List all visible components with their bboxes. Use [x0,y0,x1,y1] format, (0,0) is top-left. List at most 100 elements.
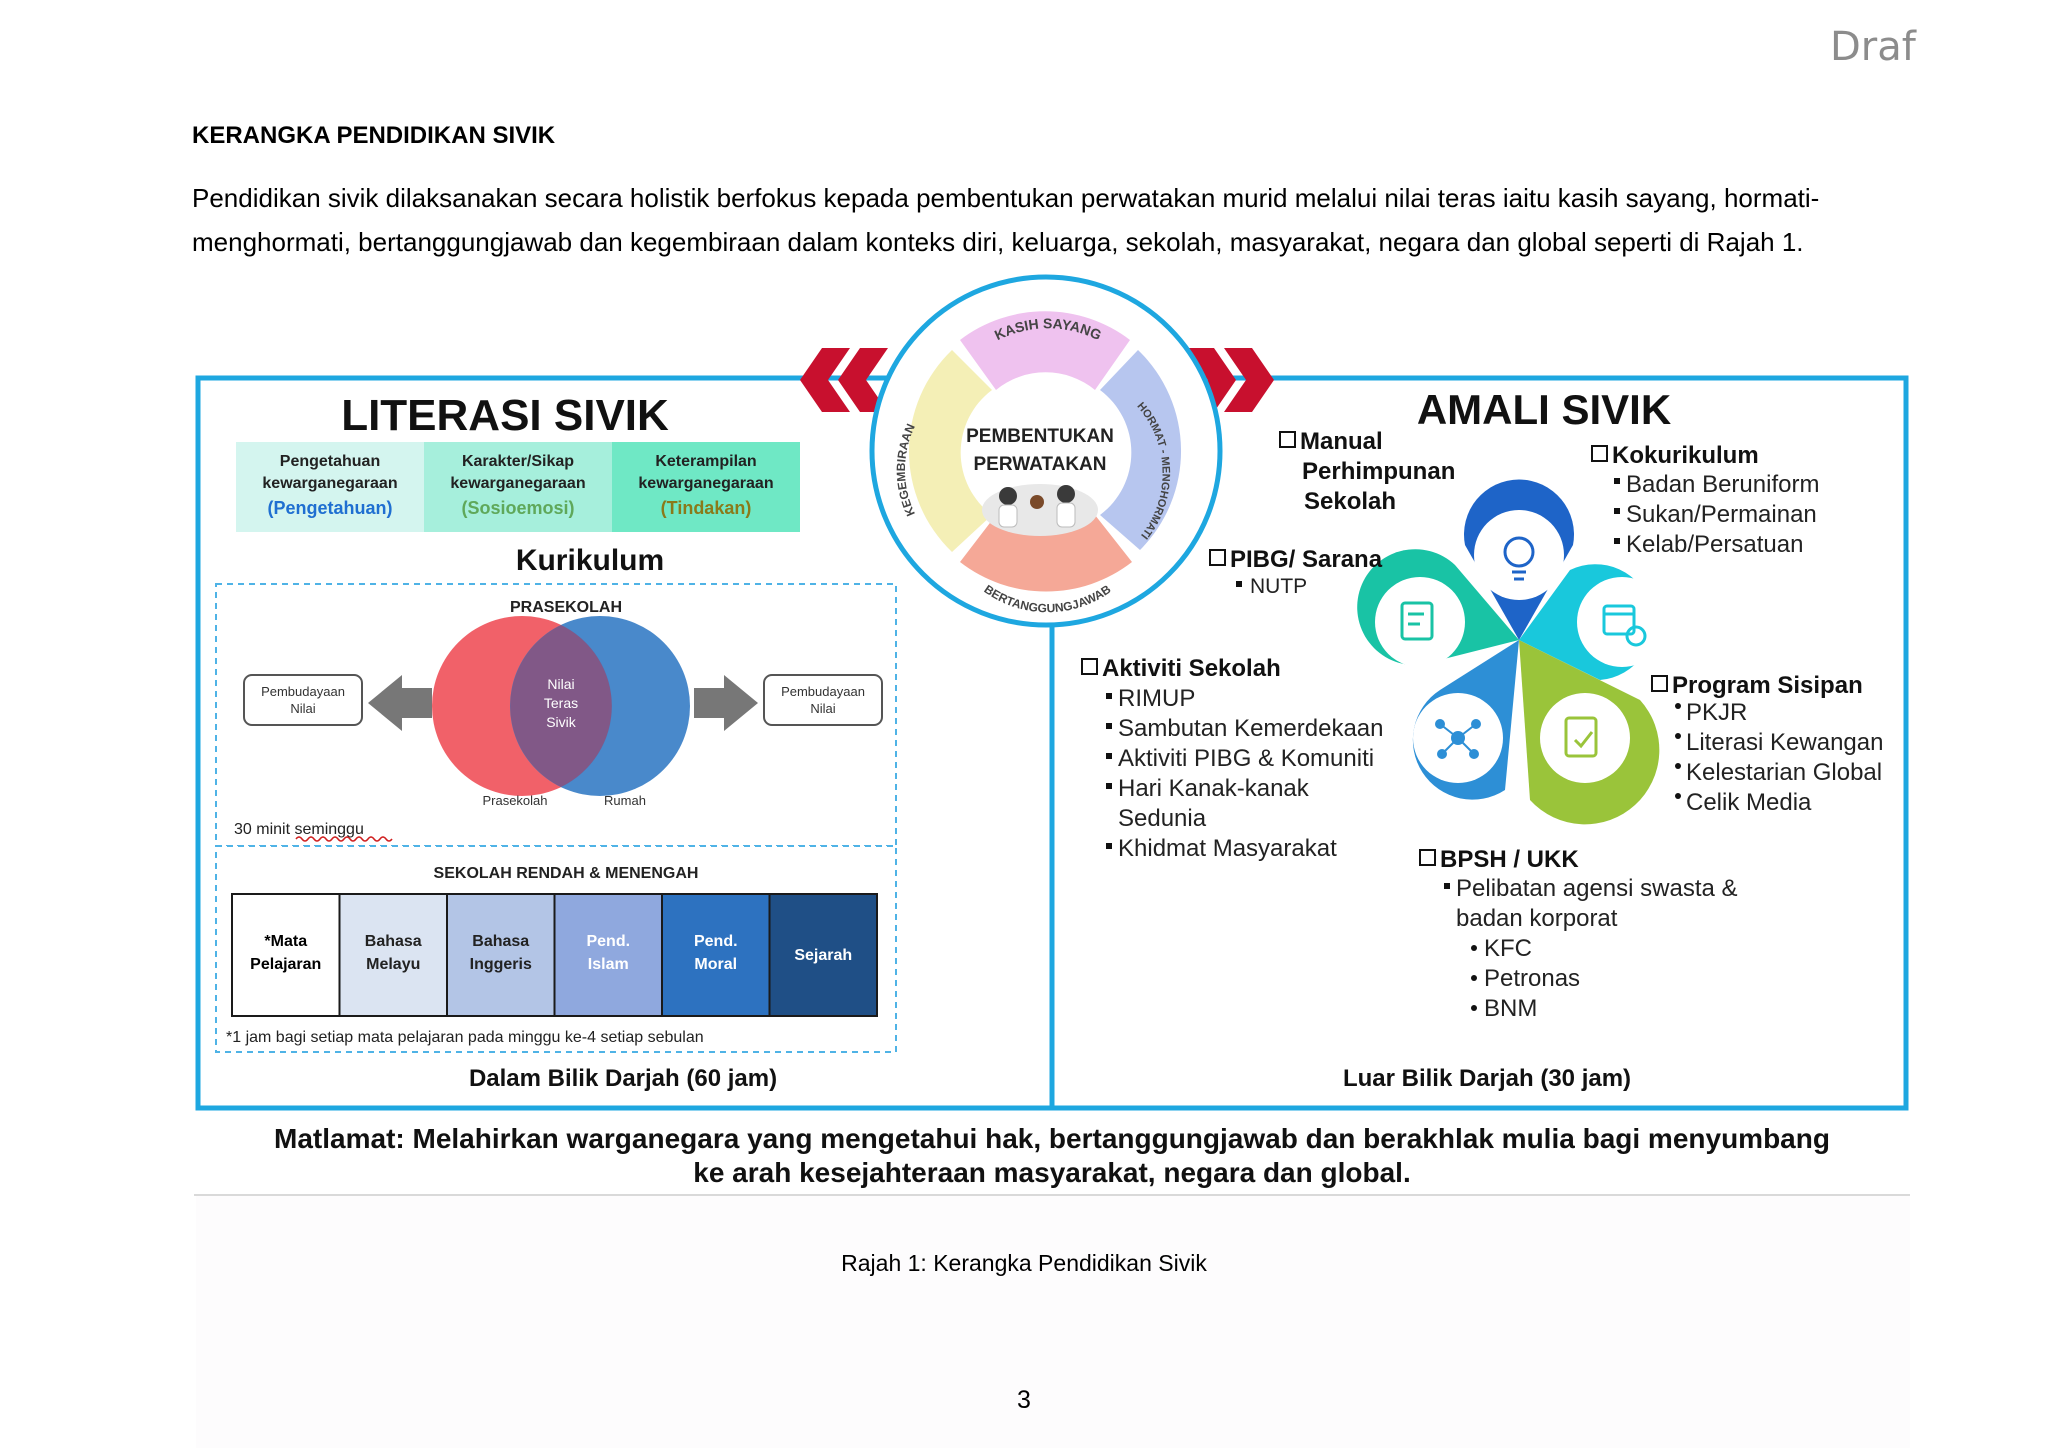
literasi-box [424,442,612,532]
subject-cell [446,893,556,1017]
clipboard-check-icon [1564,716,1598,758]
arrow-right-icon [694,675,758,731]
bullet [1106,843,1112,849]
venn-overlap [510,625,612,787]
literasi-box-line3: (Pengetahuan) [267,498,392,518]
prasekolah-heading: PRASEKOLAH [510,599,622,616]
literasi-box-line3: (Tindakan) [661,498,752,518]
bpsh-sub-item: KFC [1484,935,1532,962]
subject-line1: Bahasa [472,933,529,950]
bullet [1471,1005,1477,1011]
literasi-box-line1: Pengetahuan [280,453,380,470]
literasi-box-line2: kewarganegaraan [450,475,585,492]
prasekolah-note: 30 minit seminggu [234,821,364,838]
subject-line1: Pend. [694,933,738,950]
pibg-checkbox [1209,549,1226,566]
literasi-box-line3: (Sosioemosi) [461,498,574,518]
ring-bertanggungjawab [960,515,1132,592]
matlamat-line1: Matlamat: Melahirkan warganegara yang me… [274,1123,1830,1154]
kokurikulum-item: Badan Beruniform [1626,471,1819,498]
bullet [1675,733,1681,739]
page-number: 3 [1017,1386,1031,1414]
bpsh-sub-item: BNM [1484,995,1537,1022]
network-icon [1435,719,1481,759]
bullet [1614,478,1620,484]
aktiviti-item: Aktiviti PIBG & Komuniti [1118,745,1374,772]
subject-line1: *Mata [264,933,307,950]
pembudayaan-right-line2: Nilai [810,701,835,716]
manual-line2: Perhimpunan [1302,458,1455,485]
matlamat-line2: ke arah kesejahteraan masyarakat, negara… [693,1157,1410,1188]
subject-line1: Pend. [586,933,630,950]
subject-cell [338,893,448,1017]
subject-line2: Pelajaran [250,956,321,973]
kurikulum-label: Kurikulum [516,544,664,577]
literasi-title: LITERASI SIVIK [341,391,669,440]
sisipan-item: Kelestarian Global [1686,759,1882,786]
ring-kasih-sayang [960,311,1130,390]
sisipan-item: Celik Media [1686,789,1812,816]
subject-line1: Bahasa [365,933,422,950]
bullet [1471,975,1477,981]
amali-flower-diagram [1357,479,1667,825]
literasi-box [236,442,424,532]
subject-line2: Moral [694,956,737,973]
literasi-footer: Dalam Bilik Darjah (60 jam) [469,1065,777,1092]
venn-label-rumah: Rumah [604,793,646,808]
kokurikulum-item: Sukan/Permainan [1626,501,1817,528]
calendar-clock-icon [1602,604,1647,647]
subject-line2: Melayu [366,956,420,973]
bpsh-title: BPSH / UKK [1440,846,1579,873]
subject-line1: Sejarah [794,947,852,964]
venn-center-line3: Sivik [546,714,577,730]
literasi-box-line2: kewarganegaraan [262,475,397,492]
intro-paragraph: Pendidikan sivik dilaksanakan secara hol… [192,183,1820,257]
bullet [1614,508,1620,514]
subject-cell [231,893,341,1017]
figure-caption: Rajah 1: Kerangka Pendidikan Sivik [841,1250,1207,1276]
petal-blue-inner [1474,510,1564,600]
kokurikulum-checkbox [1591,445,1608,462]
bullet [1471,945,1477,951]
bullet [1106,783,1112,789]
manual-checkbox [1279,431,1296,448]
bullet [1675,703,1681,709]
literasi-box-line1: Karakter/Sikap [462,453,574,470]
literasi-boxes: Pengetahuan kewarganegaraan (Pengetahuan) K… [236,442,800,532]
amali-title: AMALI SIVIK [1417,386,1671,433]
pembudayaan-left-line1: Pembudayaan [261,684,345,699]
literasi-box [612,442,800,532]
venn-center-line1: Nilai [547,676,574,692]
bullet [1614,538,1620,544]
bullet [1675,763,1681,769]
arrow-left-icon [368,675,432,731]
subject-line2: Inggeris [470,956,532,973]
document-title: KERANGKA PENDIDIKAN SIVIK [192,122,556,149]
students-photo-icon [982,484,1098,536]
sisipan-checkbox [1651,675,1668,692]
bullet [1106,723,1112,729]
literasi-box-line1: Keterampilan [655,453,756,470]
pibg-title: PIBG/ Sarana [1230,546,1383,573]
sisipan-item: PKJR [1686,699,1747,726]
sisipan-item: Literasi Kewangan [1686,729,1883,756]
bpsh-sub-item: Petronas [1484,965,1580,992]
bpsh-checkbox [1419,849,1436,866]
aktiviti-item: Hari Kanak-kanak [1118,775,1310,802]
ring-hormat [1100,350,1182,550]
bullet [1675,793,1681,799]
petal-green-inner [1540,693,1630,783]
aktiviti-checkbox [1081,658,1098,675]
pembudayaan-left-box [243,674,363,726]
petal-cyan-inner [1577,577,1667,667]
venn-center-line2: Teras [544,695,578,711]
aktiviti-item: Khidmat Masyarakat [1118,835,1337,862]
manual-line3: Sekolah [1304,488,1396,515]
lightbulb-icon [1503,536,1535,581]
bpsh-item: badan korporat [1456,905,1618,932]
subject-cell [553,893,663,1017]
bullet [1106,753,1112,759]
ring-kegembiraan [908,350,992,552]
